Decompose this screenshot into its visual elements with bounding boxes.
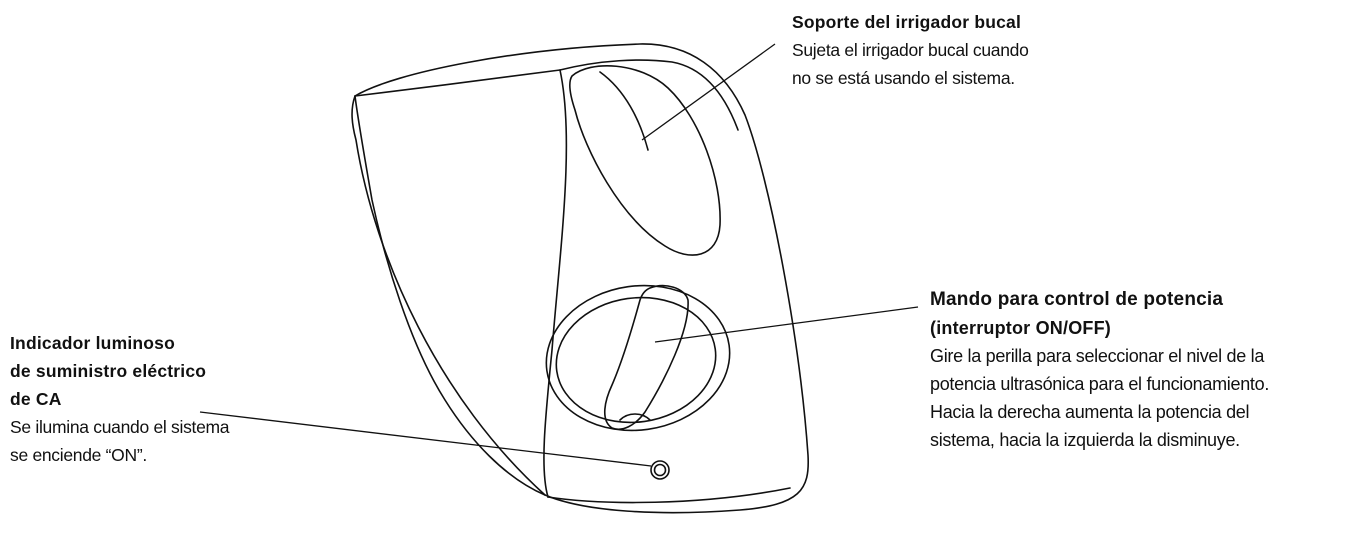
power-indicator-light-inner — [653, 463, 667, 477]
knob-desc-line-4: sistema, hacia la izquierda la disminuye… — [930, 430, 1240, 450]
light-title-line-1: Indicador luminoso — [10, 333, 175, 353]
light-title-line-3: de CA — [10, 389, 62, 409]
holder-slot — [569, 65, 721, 256]
device-front-face-edge — [559, 59, 739, 131]
power-indicator-light — [650, 460, 670, 480]
power-knob-grip — [619, 413, 651, 421]
knob-title-line-2: (interruptor ON/OFF) — [930, 318, 1111, 338]
holder-desc-line-2: no se está usando el sistema. — [792, 68, 1015, 88]
leader-line-holder — [641, 43, 776, 141]
knob-outer-ring — [545, 284, 731, 432]
leader-line-knob — [654, 306, 919, 343]
device-bottom-rim — [547, 487, 791, 504]
leader-line-light — [199, 411, 652, 467]
device-left-face-edge — [351, 95, 546, 496]
callout-holder: Soporte del irrigador bucal Sujeta el ir… — [792, 8, 1029, 92]
light-desc-line-2: se enciende “ON”. — [10, 445, 147, 465]
holder-slot-inner — [599, 71, 649, 151]
callout-knob: Mando para control de potencia (interrup… — [930, 286, 1269, 454]
knob-title-line-1: Mando para control de potencia — [930, 289, 1224, 310]
device-top-edge — [354, 69, 561, 97]
callout-light: Indicador luminoso de suministro eléctri… — [10, 329, 230, 469]
knob-desc-line-2: potencia ultrasónica para el funcionamie… — [930, 374, 1270, 394]
knob-desc-line-3: Hacia la derecha aumenta la potencia del — [930, 402, 1250, 422]
knob-desc-line-1: Gire la perilla para seleccionar el nive… — [930, 346, 1265, 366]
holder-title: Soporte del irrigador bucal — [792, 12, 1022, 32]
device-body-outline — [354, 43, 810, 514]
light-desc-line-1: Se ilumina cuando el sistema — [10, 417, 230, 437]
power-knob — [604, 284, 689, 430]
knob-inner-ring — [555, 296, 717, 424]
device-front-ridge — [543, 69, 568, 498]
holder-desc-line-1: Sujeta el irrigador bucal cuando — [792, 40, 1029, 60]
light-title-line-2: de suministro eléctrico — [10, 361, 207, 381]
